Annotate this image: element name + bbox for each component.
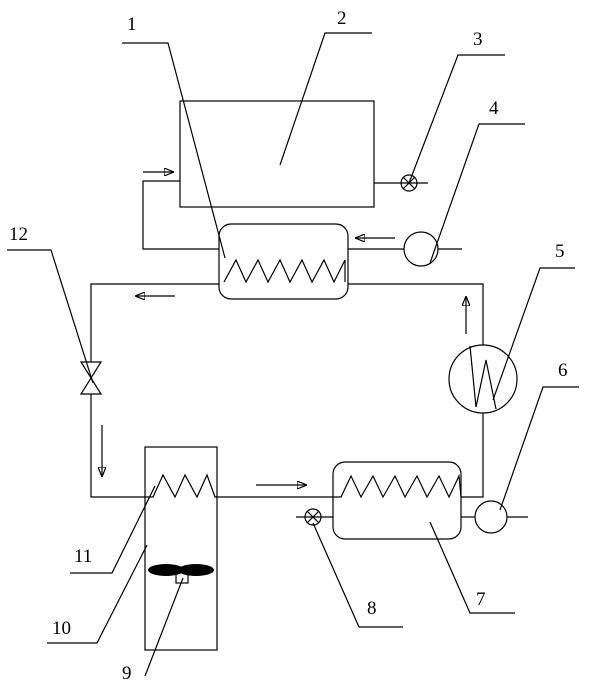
top-unit-box bbox=[179, 100, 375, 208]
main-loop-left-down bbox=[90, 394, 145, 498]
exchanger-7-to-compressor-pipe bbox=[461, 413, 484, 498]
leader-3 bbox=[408, 54, 505, 184]
pump-6-icon bbox=[474, 500, 508, 534]
leader-12 bbox=[7, 249, 94, 384]
label-4: 4 bbox=[489, 98, 499, 119]
leader-9 bbox=[144, 577, 184, 677]
valve-8-icon bbox=[304, 508, 322, 526]
compressor-5-icon bbox=[448, 344, 518, 414]
pump-4-icon bbox=[403, 231, 439, 267]
label-6: 6 bbox=[558, 360, 568, 381]
bottom-exchanger-coil-icon bbox=[333, 473, 462, 499]
leader-2 bbox=[279, 32, 372, 166]
label-5: 5 bbox=[555, 241, 565, 262]
main-loop-top-left bbox=[90, 283, 219, 362]
label-10: 10 bbox=[52, 618, 71, 639]
label-9: 9 bbox=[122, 663, 132, 684]
label-11: 11 bbox=[74, 546, 92, 567]
leader-8 bbox=[312, 522, 403, 628]
label-12: 12 bbox=[9, 224, 28, 245]
main-loop-top-right bbox=[348, 283, 484, 345]
leader-11 bbox=[70, 485, 156, 574]
leader-lines bbox=[7, 32, 579, 677]
label-8: 8 bbox=[367, 598, 377, 619]
top-exchanger-coil-icon bbox=[223, 258, 346, 284]
top-heat-exchanger bbox=[218, 223, 349, 300]
leader-10 bbox=[47, 544, 148, 644]
leader-5 bbox=[492, 267, 575, 401]
fan-9-icon bbox=[148, 564, 214, 584]
label-2: 2 bbox=[337, 8, 347, 29]
label-1: 1 bbox=[127, 14, 137, 35]
leader-1 bbox=[122, 42, 226, 259]
leader-7 bbox=[429, 521, 515, 614]
bottom-heat-exchanger bbox=[332, 461, 462, 540]
label-7: 7 bbox=[476, 589, 486, 610]
leader-6 bbox=[499, 386, 579, 511]
leader-4 bbox=[429, 123, 525, 264]
box-to-exchanger-pipe bbox=[142, 180, 219, 250]
evaporator-coil-11-icon bbox=[145, 473, 217, 499]
label-3: 3 bbox=[473, 29, 483, 50]
